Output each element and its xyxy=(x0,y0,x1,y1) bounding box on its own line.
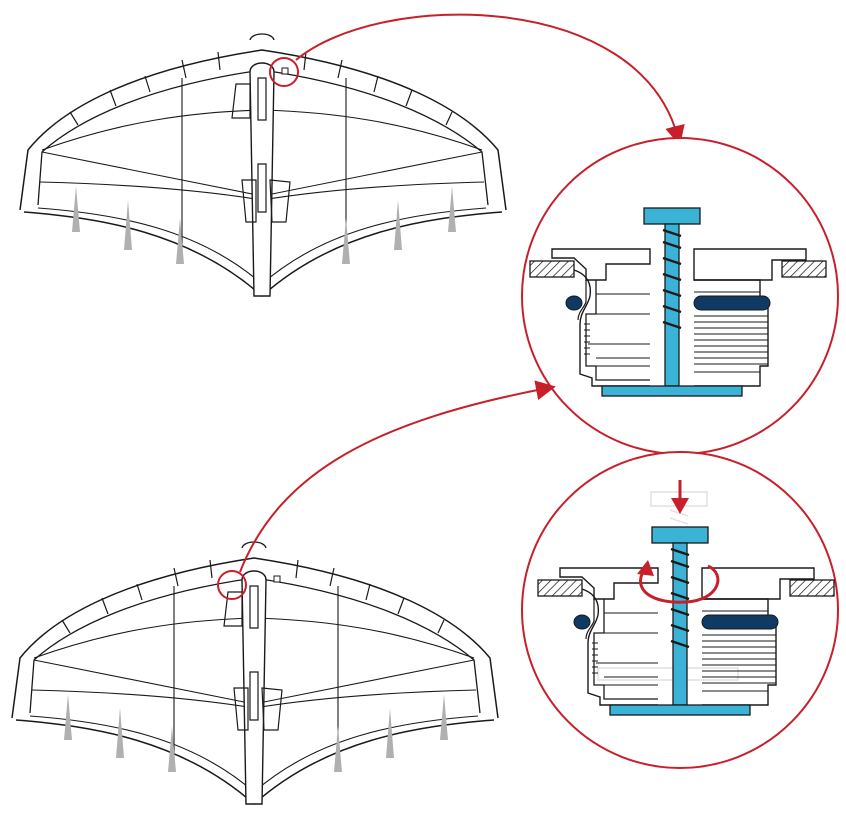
callout-arrow-top xyxy=(295,13,685,146)
rotate-arrow-icon xyxy=(637,560,720,604)
detail-circle-bottom xyxy=(521,451,839,769)
wing-bottom xyxy=(11,541,499,805)
valve-highlight-bottom xyxy=(217,570,247,600)
press-down-arrow xyxy=(671,480,689,514)
wing-top xyxy=(19,33,507,297)
callout-arrow-bottom xyxy=(239,380,556,573)
valve-highlight-top xyxy=(269,57,299,87)
detail-circle-top xyxy=(521,137,839,455)
